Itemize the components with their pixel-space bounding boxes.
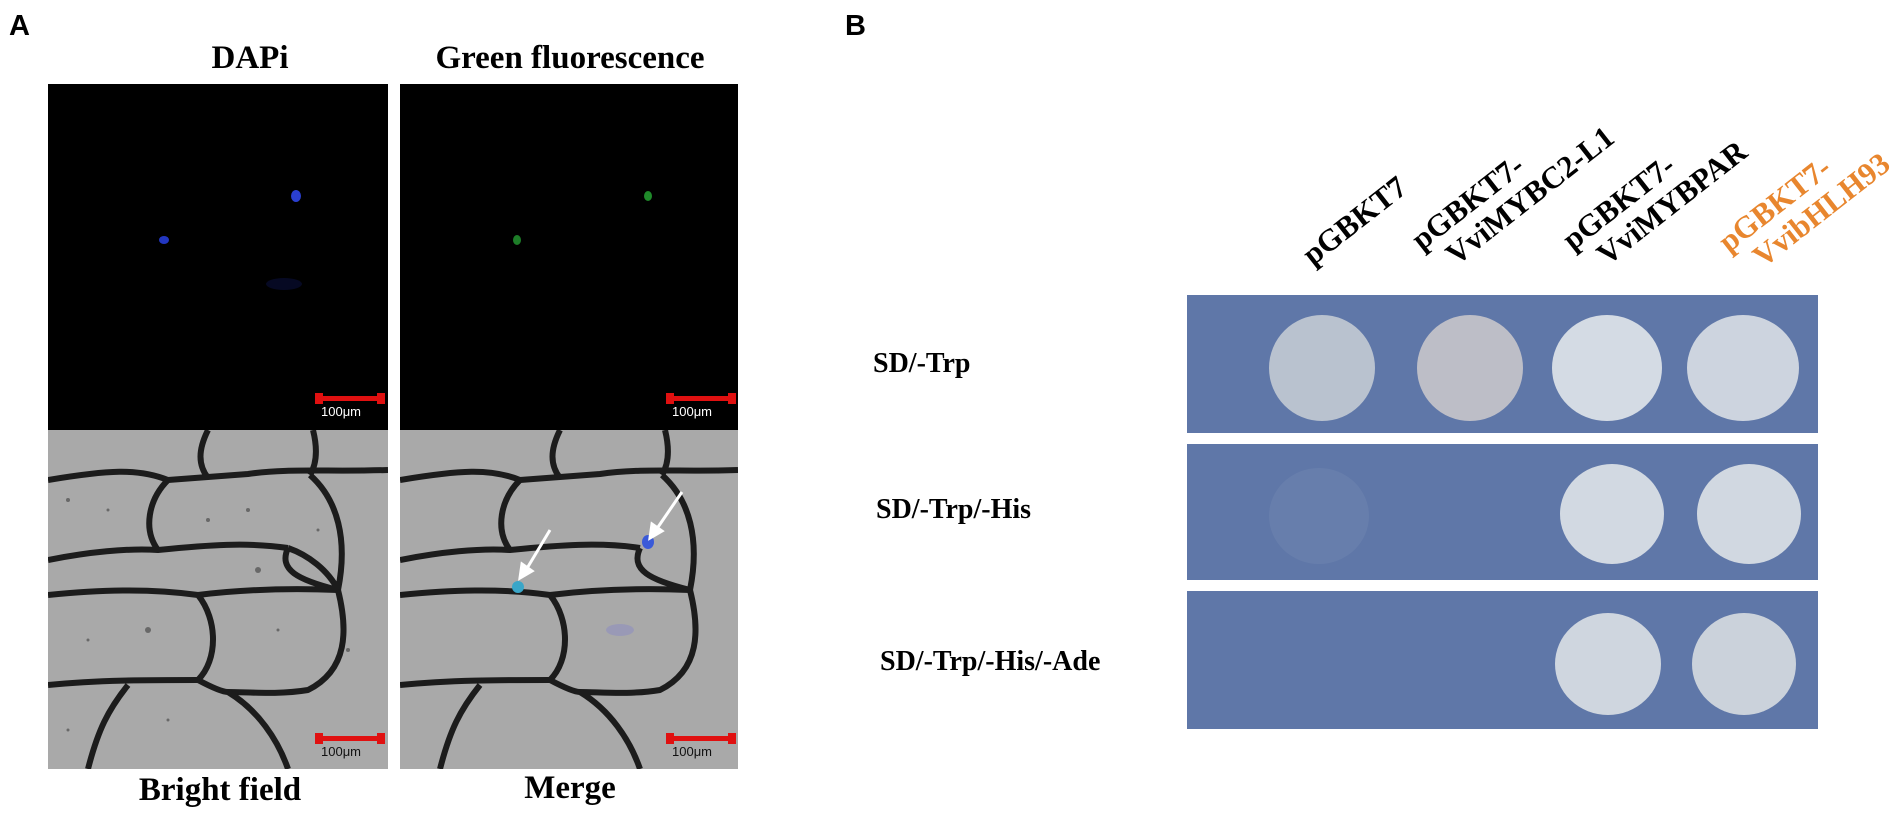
merged-cells <box>400 430 738 769</box>
colony-spot <box>1697 464 1801 564</box>
arrow-icons <box>518 491 684 581</box>
colony-spot <box>1687 315 1799 421</box>
scale-bar-label: 100μm <box>321 744 362 759</box>
bright-field-label: Bright field <box>138 772 302 808</box>
colony-spot <box>1269 468 1369 564</box>
green-fluorescence-label: Green fluorescence <box>435 40 705 76</box>
dapi-image: 100μm <box>48 84 388 430</box>
plate-row-sd-trp-his-ade <box>1187 591 1818 729</box>
colony-spot <box>1417 315 1523 421</box>
merge-label: Merge <box>524 770 616 806</box>
medium-label-sd-trp-his-ade: SD/-Trp/-His/-Ade <box>880 646 1101 677</box>
scale-bar-label: 100μm <box>321 404 362 419</box>
strain-label-pgbkt7: pGBKT7 <box>1295 168 1414 272</box>
scale-bar-label: 100μm <box>672 744 713 759</box>
merge-image: 100μm <box>400 430 738 769</box>
colony-spot <box>1555 613 1661 715</box>
colony-spot <box>1692 613 1796 715</box>
plate-row-sd-trp-his <box>1187 444 1818 580</box>
green-fluorescence-image: 100μm <box>400 84 738 430</box>
panel-a-letter: A <box>9 10 30 42</box>
colony-spot <box>1552 315 1662 421</box>
plate-row-sd-trp <box>1187 295 1818 433</box>
green-nuclei <box>513 191 652 245</box>
medium-label-sd-trp-his: SD/-Trp/-His <box>876 494 1032 525</box>
dapi-label: DAPi <box>211 40 289 76</box>
medium-label-sd-trp: SD/-Trp <box>873 348 971 379</box>
colony-spot <box>1269 315 1375 421</box>
bright-field-image: 100μm <box>48 430 388 769</box>
panel-b-letter: B <box>845 10 866 42</box>
scale-bar-label: 100μm <box>672 404 713 419</box>
dapi-nuclei <box>159 190 302 290</box>
colony-spot <box>1560 464 1664 564</box>
epidermal-cells <box>48 430 388 769</box>
